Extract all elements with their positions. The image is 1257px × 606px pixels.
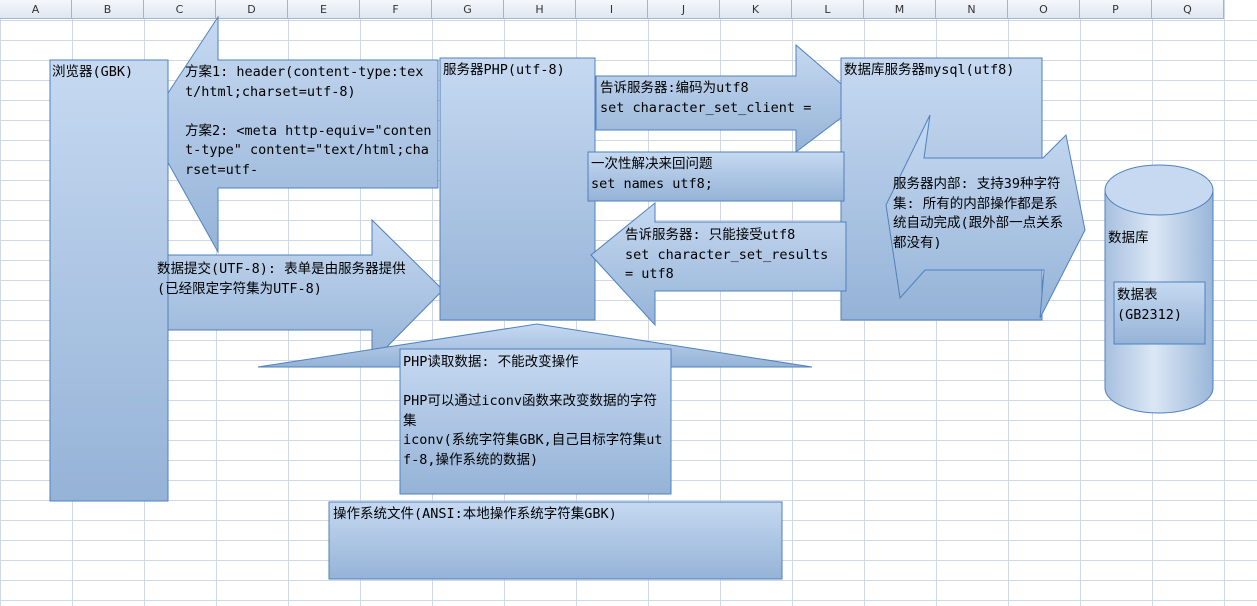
column-header-j[interactable]: J bbox=[648, 0, 720, 19]
browser-label: 浏览器(GBK) bbox=[52, 64, 134, 80]
browser-box bbox=[49, 59, 169, 502]
column-header-q[interactable]: Q bbox=[1152, 0, 1224, 19]
column-header-c[interactable]: C bbox=[144, 0, 216, 19]
left-arrow-results-encoding bbox=[590, 201, 847, 327]
column-header-d[interactable]: D bbox=[216, 0, 288, 19]
column-header-h[interactable]: H bbox=[504, 0, 576, 19]
column-header-a[interactable]: A bbox=[0, 0, 72, 19]
column-header-f[interactable]: F bbox=[360, 0, 432, 19]
left-arrow-option-header bbox=[146, 15, 439, 254]
column-header-o[interactable]: O bbox=[1008, 0, 1080, 19]
php-read-text: PHP读取数据: 不能改变操作 PHP可以通过iconv函数来改变数据的字符集 … bbox=[403, 354, 663, 468]
os-file-text: 操作系统文件(ANSI:本地操作系统字符集GBK) bbox=[333, 506, 617, 522]
column-header-k[interactable]: K bbox=[720, 0, 792, 19]
db-server-label: 数据库服务器mysql(utf8) bbox=[844, 62, 1015, 78]
column-header-n[interactable]: N bbox=[936, 0, 1008, 19]
left-right-arrow-db-internal bbox=[885, 114, 1086, 319]
right-arrow-form-submit bbox=[154, 218, 444, 364]
set-names-text: 一次性解决来回问题 set names utf8; bbox=[591, 156, 713, 192]
table-label: 数据表 (GB2312) bbox=[1117, 287, 1183, 323]
table-box bbox=[1113, 281, 1206, 345]
os-file-box bbox=[328, 501, 783, 580]
option-header-text: 方案1: header(content-type:text/html;chars… bbox=[185, 64, 432, 178]
php-server-box bbox=[439, 57, 596, 321]
column-header-b[interactable]: B bbox=[72, 0, 144, 19]
submit-note-text: 数据提交(UTF-8): 表单是由服务器提供(已经限定字符集为UTF-8) bbox=[157, 261, 406, 297]
column-header-m[interactable]: M bbox=[864, 0, 936, 19]
php-read-box bbox=[399, 348, 672, 495]
set-names-box bbox=[587, 151, 845, 202]
php-server-label: 服务器PHP(utf-8) bbox=[443, 62, 565, 78]
results-encoding-text: 告诉服务器: 只能接受utf8 set character_set_result… bbox=[625, 227, 829, 282]
client-encoding-text: 告诉服务器:编码为utf8 set character_set_client = bbox=[600, 80, 812, 116]
column-header-i[interactable]: I bbox=[576, 0, 648, 19]
column-header-e[interactable]: E bbox=[288, 0, 360, 19]
db-internal-text: 服务器内部: 支持39种字符集: 所有的内部操作都是系统自动完成(跟外部一点关系… bbox=[893, 176, 1064, 251]
column-header-g[interactable]: G bbox=[432, 0, 504, 19]
right-arrow-client-encoding bbox=[595, 43, 863, 154]
database-label: 数据库 bbox=[1108, 230, 1149, 246]
column-header-p[interactable]: P bbox=[1080, 0, 1152, 19]
column-header-l[interactable]: L bbox=[792, 0, 864, 19]
